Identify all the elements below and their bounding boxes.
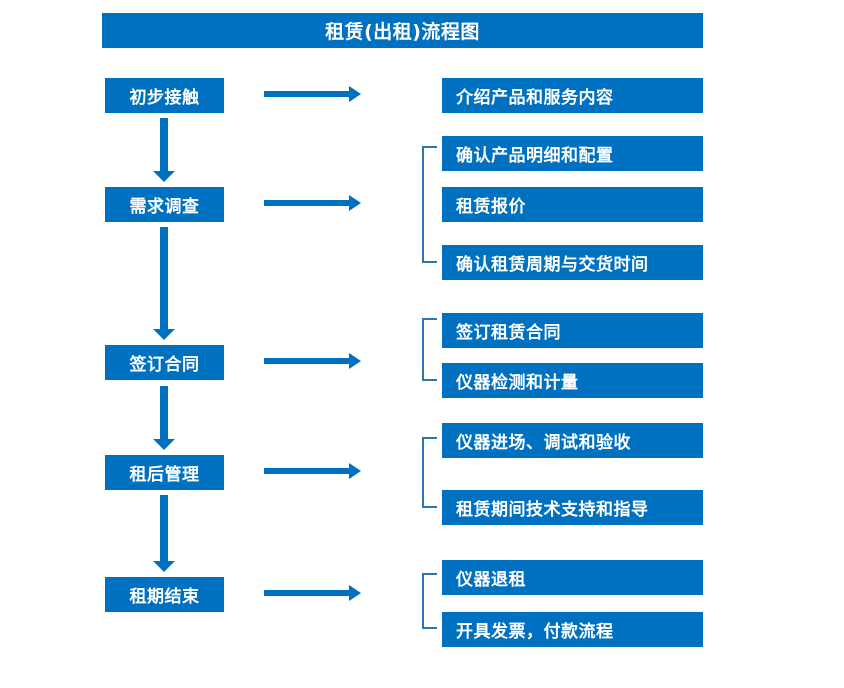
- stage-box-4[interactable]: 租后管理: [105, 455, 224, 490]
- flow-arrow-right-5: [264, 585, 361, 601]
- flow-arrow-down-2: [153, 227, 175, 340]
- detail-box-2[interactable]: 确认产品明细和配置: [442, 136, 703, 171]
- flow-arrow-down-4: [153, 495, 175, 572]
- stage-box-1[interactable]: 初步接触: [105, 78, 224, 113]
- flow-arrow-right-3: [264, 353, 361, 369]
- group-bracket-4: [422, 437, 437, 508]
- detail-box-8[interactable]: 租赁期间技术支持和指导: [442, 490, 703, 525]
- detail-box-9[interactable]: 仪器退租: [442, 560, 703, 595]
- group-bracket-5: [422, 573, 437, 629]
- flow-arrow-down-1: [153, 118, 175, 182]
- flow-arrow-down-3: [153, 386, 175, 450]
- detail-box-4[interactable]: 确认租赁周期与交货时间: [442, 245, 703, 280]
- detail-box-7[interactable]: 仪器进场、调试和验收: [442, 423, 703, 458]
- flow-arrow-right-2: [264, 195, 361, 211]
- detail-box-3[interactable]: 租赁报价: [442, 187, 703, 222]
- flow-arrow-right-1: [264, 86, 361, 102]
- stage-box-5[interactable]: 租期结束: [105, 577, 224, 612]
- stage-box-2[interactable]: 需求调查: [105, 187, 224, 222]
- detail-box-5[interactable]: 签订租赁合同: [442, 313, 703, 348]
- stage-box-3[interactable]: 签订合同: [105, 345, 224, 380]
- page-title: 租赁(出租)流程图: [102, 13, 703, 48]
- group-bracket-2: [422, 146, 437, 263]
- detail-box-6[interactable]: 仪器检测和计量: [442, 363, 703, 398]
- detail-box-10[interactable]: 开具发票，付款流程: [442, 612, 703, 647]
- flow-arrow-right-4: [264, 463, 361, 479]
- detail-box-1[interactable]: 介绍产品和服务内容: [442, 78, 703, 113]
- group-bracket-3: [422, 318, 437, 381]
